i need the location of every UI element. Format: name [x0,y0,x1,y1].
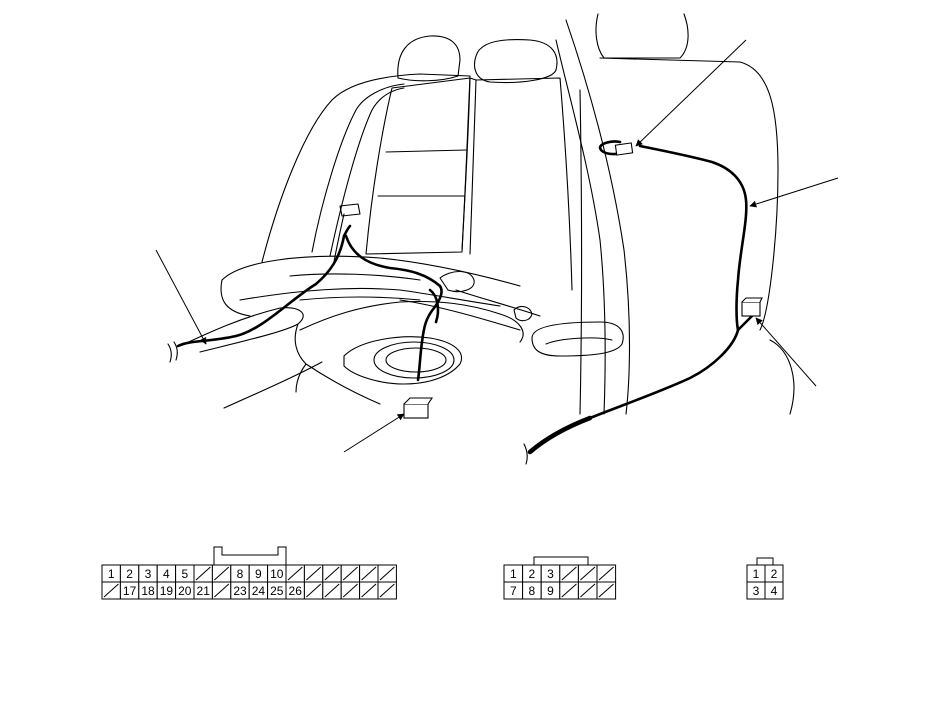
unused-pin-slash [561,566,577,581]
unused-pin-slash [379,566,395,581]
leader-right-connector [755,317,817,387]
leader-right-harness [749,177,839,208]
unused-pin-slash [580,583,596,598]
pin-number: 23 [233,584,247,598]
pin-number: 1 [108,567,115,581]
pin-number: 26 [289,584,303,598]
leader-top-connector [635,39,747,147]
connector-latch [213,546,287,565]
pin-number: 7 [510,584,517,598]
unused-pin-slash [361,583,377,598]
belt-guide [531,321,624,357]
unused-pin-slash [306,566,322,581]
connector-top-right [614,142,634,156]
pin-number: 1 [753,567,760,581]
harness-connectors [403,142,763,419]
right-seatback [599,57,779,331]
pin-number: 21 [197,584,211,598]
pin-cell [764,581,784,600]
unused-pin-slash [103,583,119,598]
wire-harness [167,140,754,465]
unused-pin-slash [306,583,322,598]
speaker-ring [373,341,455,379]
unused-pin-slash [342,566,358,581]
middle-seatback [365,77,471,255]
pin-number: 2 [529,567,536,581]
pin-number: 4 [163,567,170,581]
unused-pin-slash [379,583,395,598]
right-headrest [595,13,689,59]
unused-pin-slash [598,583,614,598]
unused-pin-slash [324,566,340,581]
connector-right-side [741,301,761,317]
unused-pin-slash [561,583,577,598]
left-headrest [397,35,461,82]
pin-number: 3 [145,567,152,581]
speaker-housing [343,336,462,385]
pin-number: 3 [547,567,554,581]
seat-cushion [221,255,521,287]
unused-pin-slash [598,566,614,581]
pin-number: 25 [270,584,284,598]
left-seatback [261,73,471,263]
rear-seat-drawing [179,13,795,415]
harness-main-trunk [527,415,593,455]
pin-number: 8 [237,567,244,581]
pin-number: 9 [255,567,262,581]
unused-pin-slash [214,566,230,581]
leader-bottom-connector [343,413,405,453]
unused-pin-slash [214,583,230,598]
pin-number: 18 [141,584,155,598]
connector-latch [533,556,589,565]
connector-latch [756,557,774,565]
pin-number: 24 [252,584,266,598]
pin-number: 10 [270,567,284,581]
harness-right-branch [528,140,748,454]
middle-headrest [473,39,558,83]
pin-number: 4 [771,584,778,598]
pin-number: 1 [510,567,517,581]
unused-pin-slash [287,566,303,581]
unused-pin-slash [580,566,596,581]
callout-leaders [155,39,839,453]
harness-left-branch [176,224,352,348]
pin-number: 9 [547,584,554,598]
pin-number: 20 [178,584,192,598]
pin-number: 8 [529,584,536,598]
pin-number: 5 [181,567,188,581]
pin-number: 17 [123,584,137,598]
unused-pin-slash [324,583,340,598]
pin-number: 3 [753,584,760,598]
unused-pin-slash [195,566,211,581]
connector-bottom-center [403,403,429,419]
harness-center-branch [344,234,443,382]
pin-number: 2 [771,567,778,581]
pin-number: 2 [126,567,133,581]
unused-pin-slash [342,583,358,598]
pin-number: 19 [160,584,174,598]
unused-pin-slash [361,566,377,581]
leader-left-harness [155,249,207,345]
